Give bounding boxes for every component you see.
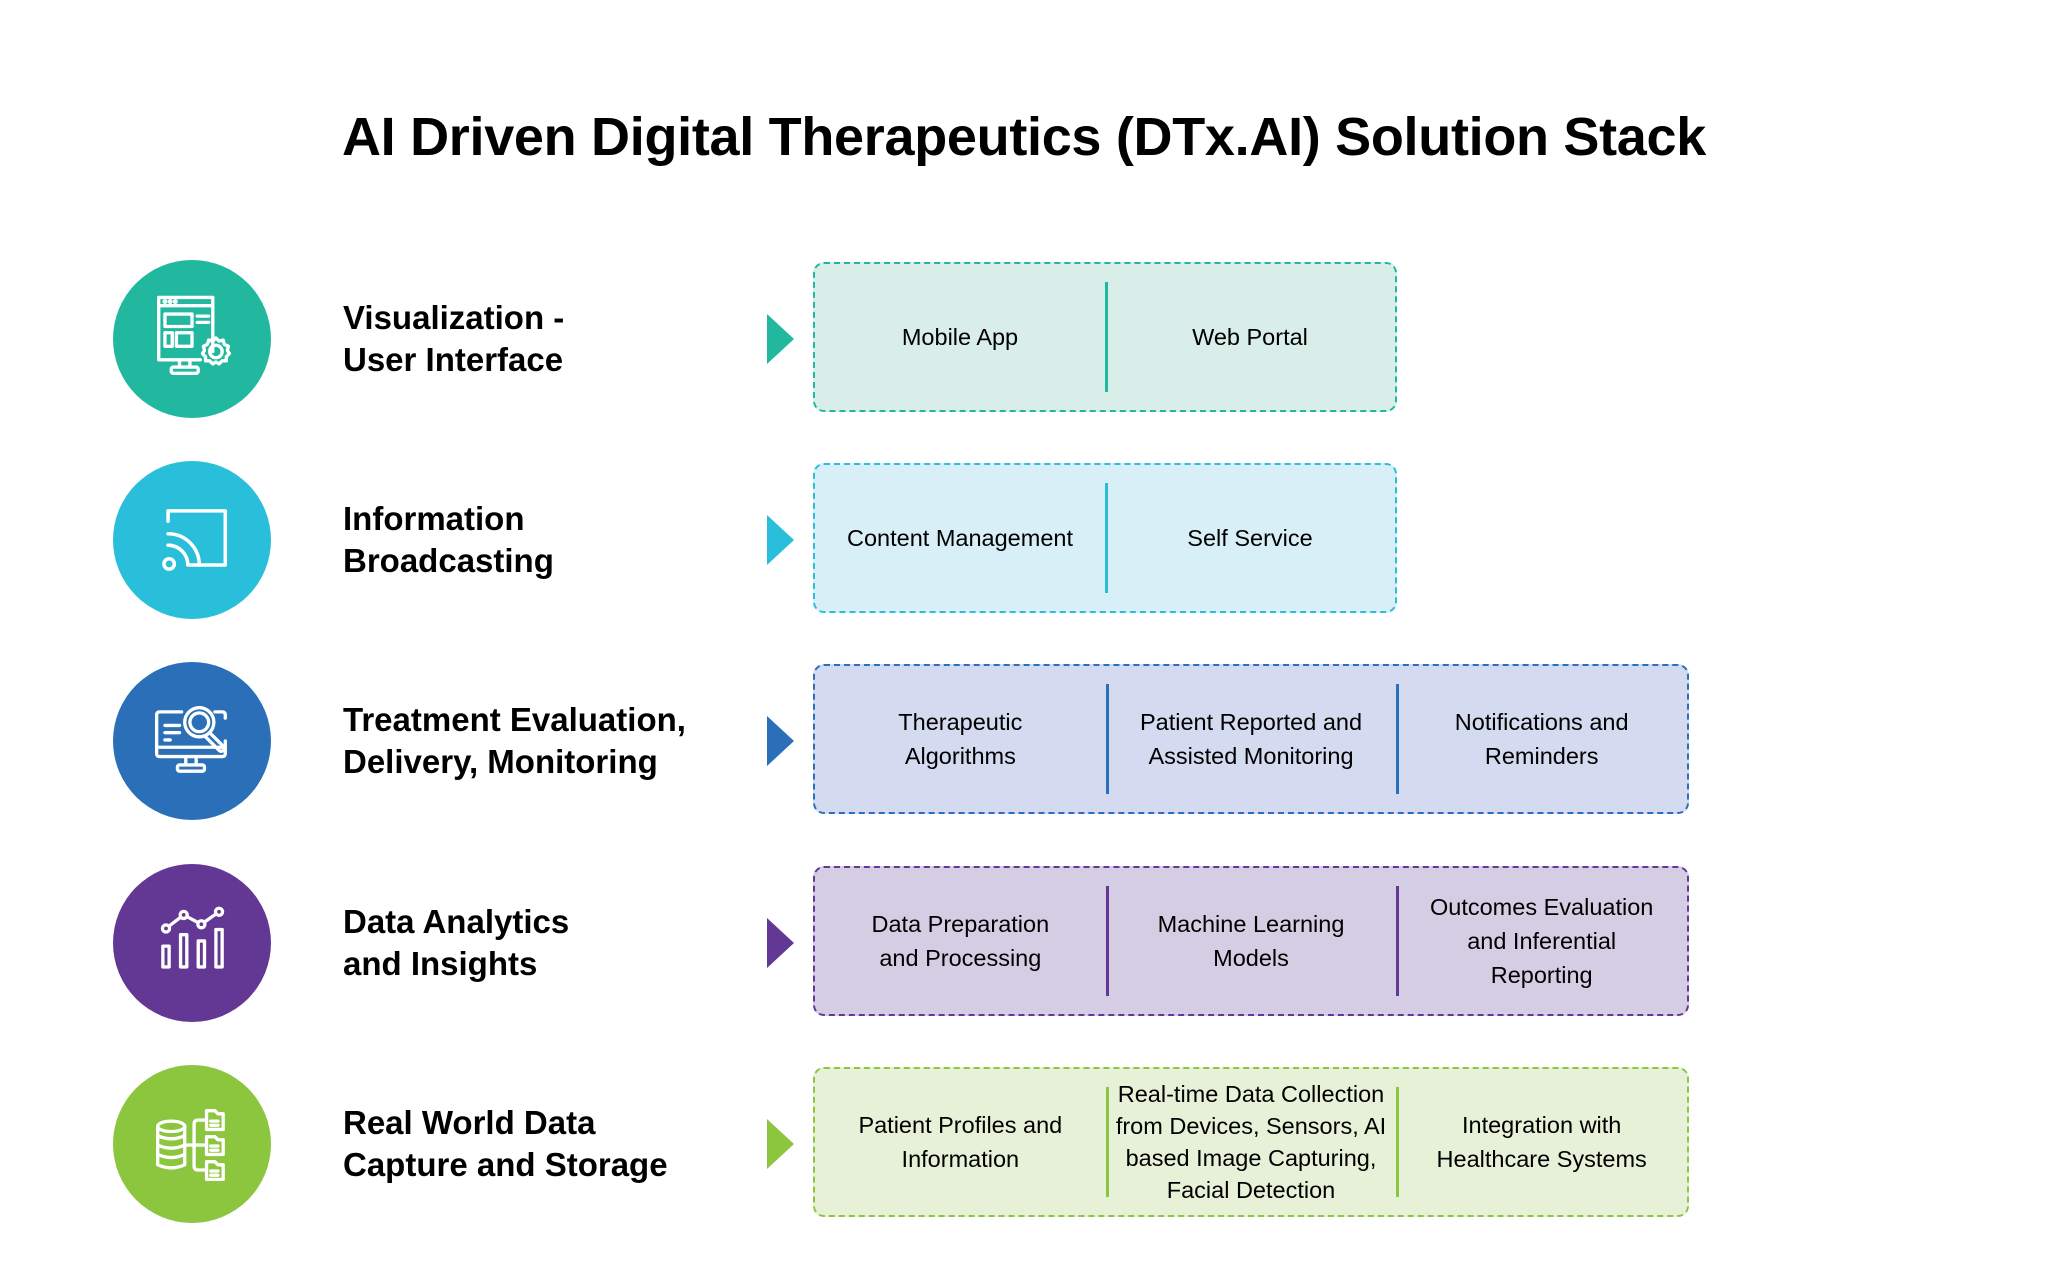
component-content-management: Content Management xyxy=(815,465,1105,611)
layer-label: Treatment Evaluation, Delivery, Monitori… xyxy=(343,699,686,783)
component-text-line: Content Management xyxy=(846,525,1073,551)
monitor-settings-icon xyxy=(157,295,232,375)
component-text-line: Real-time Data Collection xyxy=(1117,1081,1385,1107)
layer-label: Data Analytics and Insights xyxy=(343,901,569,985)
layer-components-box: Mobile App Web Portal xyxy=(813,262,1397,412)
layer-components-box: Data Preparation and Processing Machine L… xyxy=(813,866,1689,1016)
layer-icon-circle xyxy=(113,461,271,619)
component-text-line: Patient Profiles and xyxy=(858,1112,1063,1138)
layer-label-line: Capture and Storage xyxy=(343,1146,668,1183)
component-text-line: Algorithms xyxy=(904,743,1016,769)
component-text-line: Integration with xyxy=(1461,1112,1622,1138)
layer-label: Visualization - User Interface xyxy=(343,297,564,381)
component-text-line: Therapeutic xyxy=(898,709,1023,735)
arrow-icon xyxy=(767,716,794,766)
layer-label-line: Broadcasting xyxy=(343,542,554,579)
database-files-icon xyxy=(156,1109,225,1182)
layer-label: Information Broadcasting xyxy=(343,498,554,582)
component-text-line: Web Portal xyxy=(1192,324,1308,350)
component-data-preparation: Data Preparation and Processing xyxy=(815,868,1106,1014)
component-text-line: Reminders xyxy=(1484,743,1599,769)
component-text-line: Healthcare Systems xyxy=(1436,1146,1647,1172)
stack-layer-visualization: Visualization - User Interface Mobile Ap… xyxy=(0,259,2048,419)
stack-layer-data-analytics: Data Analytics and Insights Data Prepara… xyxy=(0,863,2048,1023)
component-text-line: and Processing xyxy=(879,945,1042,971)
layer-icon-circle xyxy=(113,1065,271,1223)
layer-label-line: Information xyxy=(343,500,525,537)
component-text-line: Self Service xyxy=(1187,525,1313,551)
component-text-line: and Inferential xyxy=(1467,928,1617,954)
analytics-chart-icon xyxy=(160,906,225,969)
component-text-line: Data Preparation xyxy=(871,911,1050,937)
arrow-icon xyxy=(767,515,794,565)
layer-icon-circle xyxy=(113,662,271,820)
layer-icon-circle xyxy=(113,260,271,418)
component-text-line: from Devices, Sensors, AI xyxy=(1115,1113,1387,1139)
component-text-line: Reporting xyxy=(1490,962,1593,988)
component-text-line: Outcomes Evaluation xyxy=(1429,894,1654,920)
layer-label-line: and Insights xyxy=(343,945,538,982)
layer-label-line: Real World Data xyxy=(343,1104,596,1141)
layer-label-line: Delivery, Monitoring xyxy=(343,743,658,780)
layer-label-line: User Interface xyxy=(343,341,564,378)
monitor-search-icon xyxy=(154,706,227,773)
component-text-line: Assisted Monitoring xyxy=(1148,743,1354,769)
layer-icon-circle xyxy=(113,864,271,1022)
component-text-line: Models xyxy=(1213,945,1289,971)
arrow-icon xyxy=(767,918,794,968)
component-self-service: Self Service xyxy=(1105,465,1395,611)
stack-layer-treatment: Treatment Evaluation, Delivery, Monitori… xyxy=(0,661,2048,821)
stack-layer-real-world-data: Real World Data Capture and Storage Pati… xyxy=(0,1064,2048,1224)
arrow-icon xyxy=(767,314,794,364)
component-text-line: Patient Reported and xyxy=(1139,709,1363,735)
layer-label-line: Visualization - xyxy=(343,299,565,336)
component-text-line: Notifications and xyxy=(1454,709,1629,735)
component-text-line: Information xyxy=(901,1146,1020,1172)
layer-label: Real World Data Capture and Storage xyxy=(343,1102,668,1186)
layer-components-box: Content Management Self Service xyxy=(813,463,1397,613)
component-text-line: Facial Detection xyxy=(1166,1177,1336,1203)
layer-label-line: Treatment Evaluation, xyxy=(343,701,686,738)
screen-cast-icon xyxy=(162,509,228,571)
component-text-line: based Image Capturing, xyxy=(1125,1145,1377,1171)
stack-layer-information-broadcasting: Information Broadcasting Content Managem… xyxy=(0,460,2048,620)
page-title: AI Driven Digital Therapeutics (DTx.AI) … xyxy=(341,107,1707,167)
component-mobile-app: Mobile App xyxy=(815,264,1105,410)
layer-label-line: Data Analytics xyxy=(343,903,570,940)
component-real-time-data-collection: Real-time Data Collection from Devices, S… xyxy=(1105,1069,1397,1215)
component-text-line: Machine Learning xyxy=(1157,911,1345,937)
component-web-portal: Web Portal xyxy=(1105,264,1395,410)
component-text-line: Mobile App xyxy=(901,324,1019,350)
arrow-icon xyxy=(767,1119,794,1169)
